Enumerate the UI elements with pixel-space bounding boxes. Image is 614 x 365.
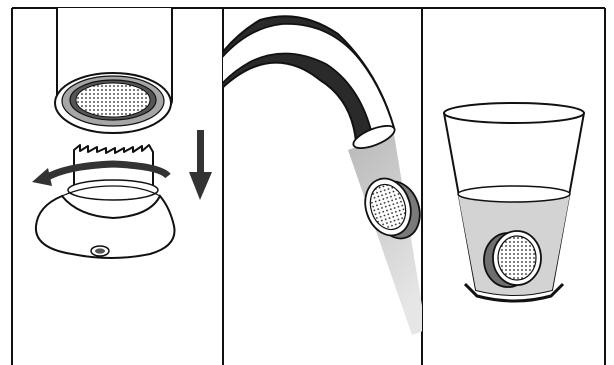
panel-remove-aerator [32,8,212,258]
curved-faucet-icon [218,16,397,152]
panel-rinse-aerator [218,16,427,335]
panel-soak-aerator [444,103,584,301]
aerator-screen-icon [484,231,541,287]
aerator-screen-icon [55,73,171,133]
down-arrow-icon [189,130,212,200]
